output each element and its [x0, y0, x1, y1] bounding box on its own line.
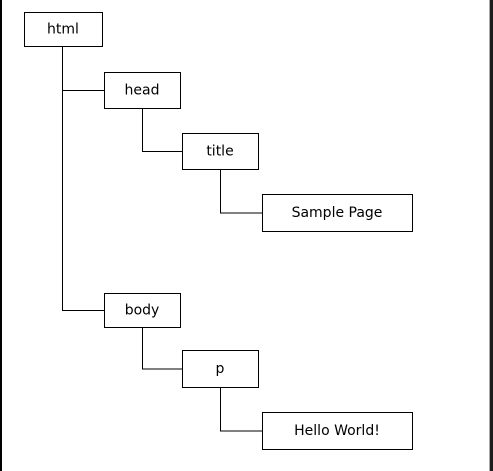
- edge-html-to-body: [62, 46, 104, 311]
- edge-html-to-head: [62, 46, 104, 91]
- node-body: body: [104, 293, 181, 328]
- node-sample-page-box: [262, 194, 413, 232]
- node-title: title: [182, 133, 259, 170]
- node-hello-world-label: Hello World!: [294, 423, 380, 439]
- node-html: html: [24, 12, 103, 47]
- node-head: head: [104, 72, 181, 109]
- edges-layer: [62, 46, 262, 432]
- node-sample-page: Sample Page: [262, 194, 413, 232]
- edge-body-to-p: [142, 327, 182, 370]
- node-body-label: body: [125, 303, 160, 319]
- edge-p-to-hello-world: [220, 387, 262, 432]
- node-p: p: [182, 350, 259, 388]
- node-body-box: [104, 293, 181, 328]
- node-html-label: html: [47, 22, 79, 38]
- edge-head-to-title: [142, 108, 182, 152]
- node-title-label: title: [206, 144, 233, 160]
- node-p-label: p: [216, 361, 225, 377]
- node-title-box: [182, 133, 259, 170]
- node-head-label: head: [125, 83, 160, 99]
- window-edge: [490, 0, 493, 471]
- node-hello-world-box: [262, 412, 413, 450]
- node-sample-page-label: Sample Page: [292, 205, 383, 221]
- node-head-box: [104, 72, 181, 109]
- node-hello-world: Hello World!: [262, 412, 413, 450]
- node-html-box: [24, 12, 103, 47]
- node-p-box: [182, 350, 259, 388]
- edge-title-to-sample-page: [220, 169, 262, 214]
